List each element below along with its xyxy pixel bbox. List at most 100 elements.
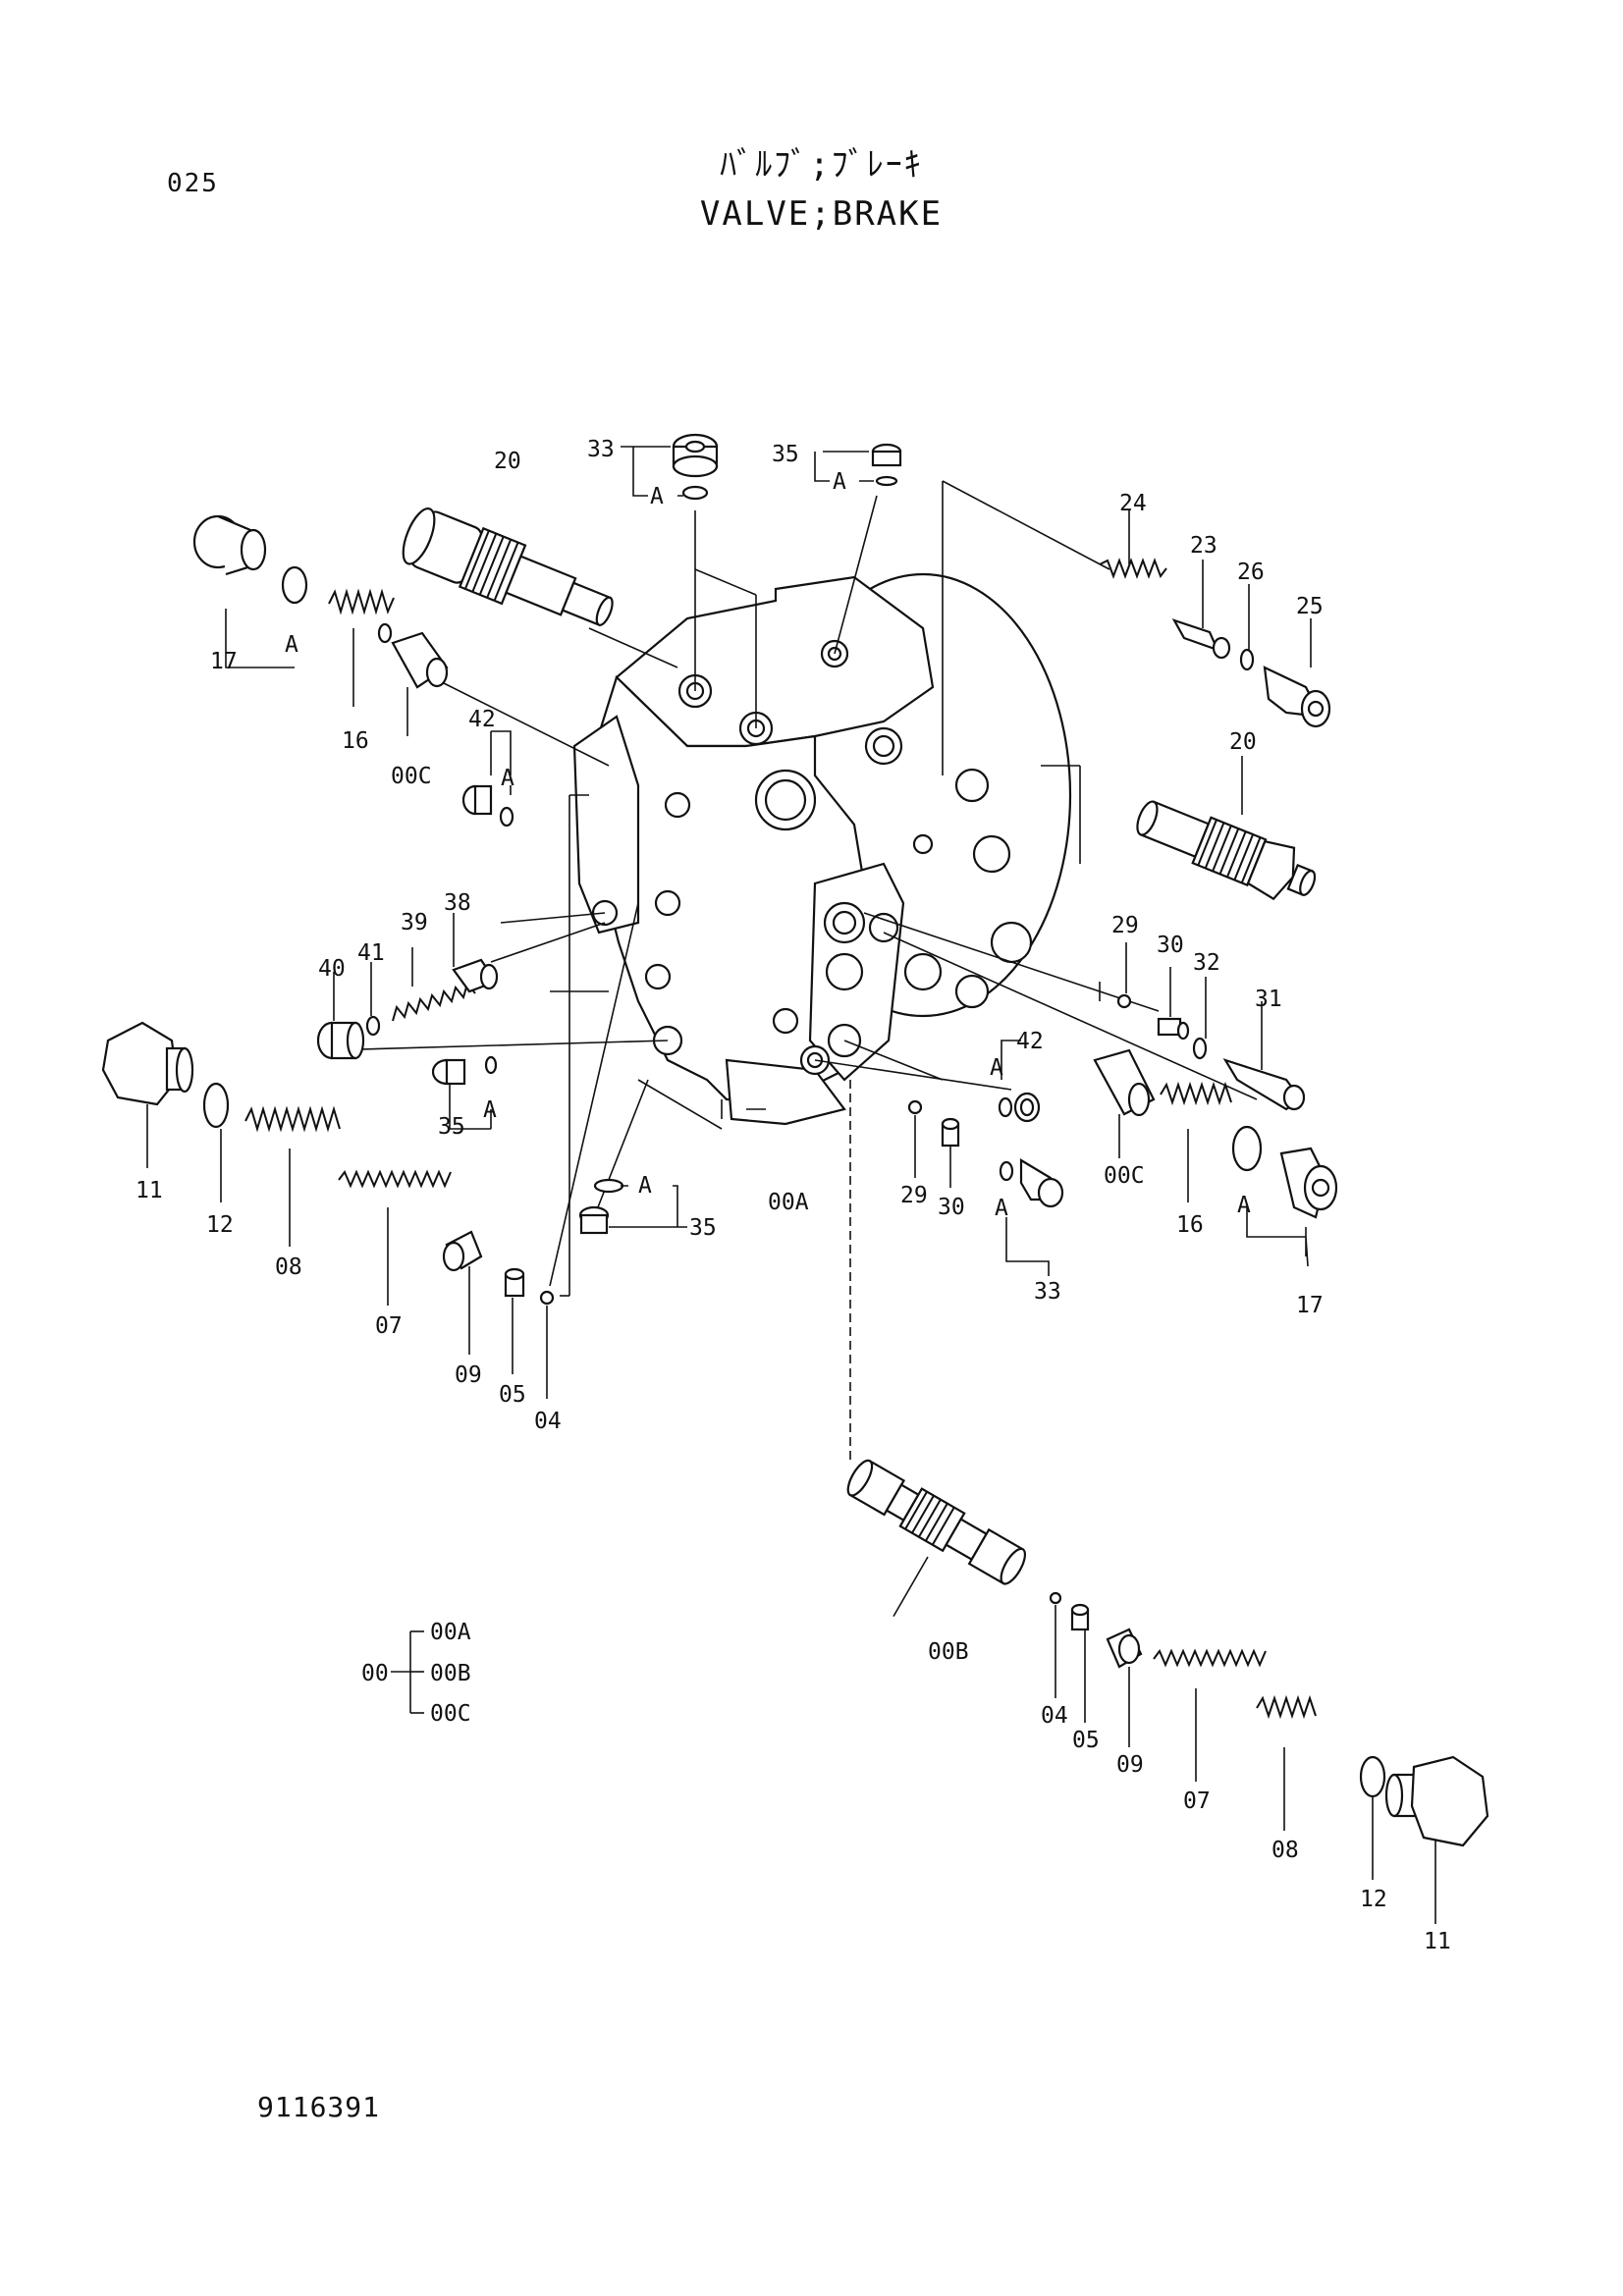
label-11-left: 11 [135,1178,163,1203]
label-31: 31 [1255,987,1282,1012]
spring-39 [392,947,476,1022]
plug-17-upper [192,514,308,605]
label-33-lower: 33 [1034,1279,1061,1305]
ball-04-lower [1049,1591,1062,1605]
label-A-35-lower: A [638,1173,652,1199]
label-07-lower: 07 [1183,1789,1211,1814]
label-23: 23 [1190,533,1217,559]
label-25: 25 [1296,594,1324,619]
poppet-05-lower [1070,1603,1090,1723]
label-20-right: 20 [1229,729,1257,755]
seat-09-left [442,1230,483,1355]
ring-32 [1192,1037,1208,1060]
label-04-lower: 04 [1041,1703,1068,1729]
label-30-upper: 30 [1157,933,1184,958]
legend-child-00B: 00B [430,1661,471,1686]
poppet-05-left [504,1267,525,1374]
label-00B: 00B [928,1639,969,1665]
label-A-33: A [650,484,664,509]
label-09-left: 09 [455,1362,482,1388]
label-20-upper: 20 [494,449,521,474]
sleeve-00C-lower [1093,1048,1156,1158]
page-number: 025 [167,169,219,198]
label-05-lower: 05 [1072,1728,1100,1753]
seat-30-lower [941,1117,960,1188]
label-08-left: 08 [275,1255,302,1280]
label-00C-upper: 00C [391,764,432,789]
legend-child-00A: 00A [430,1620,471,1645]
label-A-17-upper: A [285,632,298,658]
ring-17-lower [1231,1125,1263,1172]
plug-42-upper [461,730,514,828]
spring-07-left [338,1169,452,1306]
spring-08-lower [1256,1694,1317,1831]
label-07-left: 07 [375,1313,403,1339]
ring-26 [1239,648,1255,671]
label-00C-lower: 00C [1104,1163,1145,1189]
label-A-42-upper: A [501,766,514,791]
sleeve-00C-upper [391,631,449,689]
label-24: 24 [1119,491,1147,516]
label-33-top: 33 [587,437,615,462]
part-labels: 33 35 A A 20 17 A 16 00C 42 A 24 23 26 2… [135,437,1451,1954]
label-04-left: 04 [534,1409,562,1434]
label-16-lower: 16 [1176,1212,1204,1238]
label-12-left: 12 [206,1212,234,1238]
plug-35-left [431,1055,498,1130]
plug-11-left [101,1021,194,1168]
spring-08-left [244,1105,341,1247]
plug-33-lower [999,1158,1064,1276]
label-35-left: 35 [438,1114,465,1140]
ball-29-lower [907,1099,923,1115]
label-A-35: A [833,469,846,495]
seat-30-upper [1157,967,1190,1041]
label-38: 38 [444,890,471,916]
label-05-left: 05 [499,1382,526,1408]
label-39: 39 [401,910,428,935]
label-40: 40 [318,956,346,982]
plug-42-lower [998,1040,1041,1123]
spool-20-right [1136,800,1317,901]
assembly-legend-bracket [391,1630,424,1714]
title-english: VALVE;BRAKE [699,194,944,234]
drawing-number: 9116391 [257,2091,381,2123]
label-08-lower: 08 [1271,1838,1299,1863]
ball-29-upper [1116,993,1132,1009]
spool-20-upper [402,507,614,627]
spring-07-lower [1153,1648,1267,1782]
plug-40 [316,972,365,1060]
label-35-lower: 35 [689,1215,717,1241]
spring-16-lower [1160,1081,1232,1202]
poppet-31 [1222,1001,1306,1111]
label-A-33-lower: A [995,1196,1008,1221]
label-16-upper: 16 [342,728,369,754]
label-A-42-lower: A [990,1055,1003,1081]
plug-33-top [621,433,719,501]
piston-38 [452,913,499,993]
label-41: 41 [357,940,385,966]
title-japanese: ﾊﾞﾙﾌﾞ;ﾌﾞﾚｰｷ [720,145,923,185]
leader-lines [323,480,1258,1463]
plug-35-top [814,443,902,487]
label-12-lower: 12 [1360,1887,1387,1912]
label-09-lower: 09 [1116,1752,1144,1778]
ball-04-left [539,1290,555,1306]
plug-17-lower [1246,1147,1338,1267]
label-A-17-lower: A [1237,1193,1251,1218]
label-42-upper: 42 [468,707,496,732]
label-42-lower: 42 [1016,1029,1044,1054]
seat-09-lower [1106,1628,1143,1747]
label-11-lower: 11 [1424,1929,1451,1954]
poppet-23 [1171,618,1231,660]
spring-24 [1099,558,1167,579]
label-A-35-left: A [483,1097,497,1123]
ring-12-left [202,1082,230,1129]
legend-parent-00: 00 [361,1661,389,1686]
label-00A: 00A [768,1190,809,1215]
legend-child-00C: 00C [430,1701,471,1727]
label-17-lower: 17 [1296,1293,1324,1318]
ring-12-lower [1359,1755,1386,1798]
label-35-top: 35 [772,442,799,467]
